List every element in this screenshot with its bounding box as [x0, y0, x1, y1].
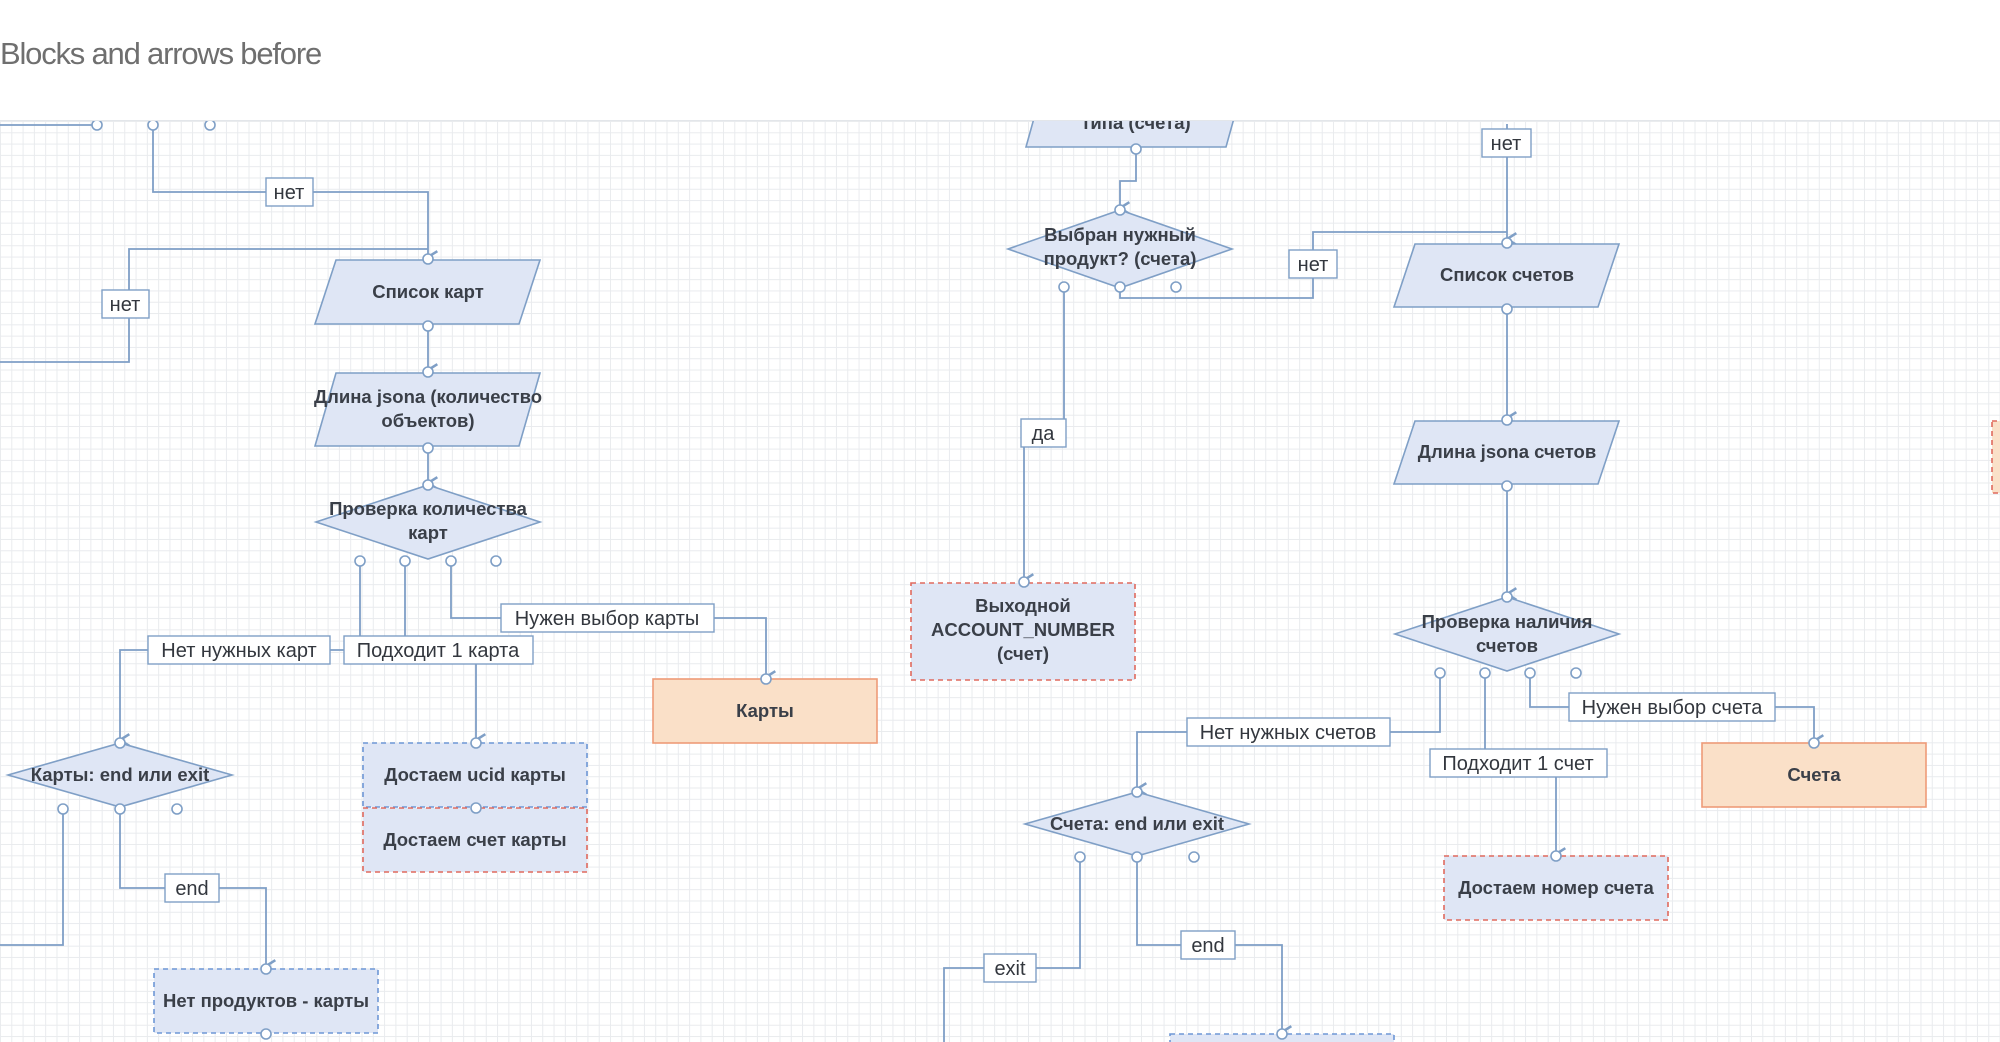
block-dostaem-ucid-karty[interactable]: Достаем ucid карты: [362, 742, 588, 808]
block-scheta[interactable]: Счета: [1701, 742, 1927, 808]
edge-label-end-1[interactable]: end: [164, 873, 220, 903]
edge-label-text: end: [175, 878, 208, 900]
edge-label-podhodit-1-karta[interactable]: Подходит 1 карта: [343, 635, 534, 665]
block-label-line2: счетов: [1476, 635, 1538, 656]
block-karty[interactable]: Карты: [652, 678, 878, 744]
block-spisok-schetov[interactable]: Список счетов: [1392, 243, 1621, 308]
edge-labels: нет нет нет нет да Нужен выбор карты Нет…: [101, 128, 1776, 983]
block-right-edge-cut[interactable]: [1991, 420, 2000, 494]
block-label-line3: (счет): [997, 643, 1049, 664]
edge-tipa-to-vybran: [1120, 149, 1137, 208]
block-label: Длина jsona счетов: [1418, 441, 1596, 462]
block-label: Нет продуктов - карты: [163, 990, 369, 1011]
block-vybran-produkt[interactable]: Выбран нужный продукт? (счета): [1005, 209, 1235, 289]
block-label: Список счетов: [1440, 264, 1574, 285]
block-label: Достаем ucid карты: [384, 764, 566, 785]
edge-label-net-1[interactable]: нет: [265, 177, 314, 207]
block-tipa-scheta[interactable]: типа (счета): [1024, 121, 1236, 148]
block-karty-end-exit[interactable]: Карты: end или exit: [5, 742, 235, 808]
block-label: типа (счета): [1081, 121, 1190, 133]
block-spisok-kart[interactable]: Список карт: [313, 259, 542, 325]
block-label: Счета: [1787, 764, 1841, 785]
block-dostaem-schet-karty[interactable]: Достаем счет карты: [362, 807, 588, 873]
edge-karty-exit: [0, 809, 64, 946]
edge-label-end-2[interactable]: end: [1180, 930, 1236, 960]
block-label-line2: объектов): [381, 410, 474, 431]
block-label: Список карт: [372, 281, 484, 302]
block-label-line2: ACCOUNT_NUMBER: [931, 619, 1115, 640]
edge-label-da[interactable]: да: [1020, 418, 1067, 448]
block-label: Карты: end или exit: [31, 764, 210, 785]
block-dostaem-nomer-scheta[interactable]: Достаем номер счета: [1443, 855, 1669, 921]
block-scheta-end-exit[interactable]: Счета: end или exit: [1022, 791, 1252, 857]
flowchart: типа (счета) Список карт Длина jsona (ко…: [0, 121, 2000, 1042]
block-label-line1: Выбран нужный: [1044, 224, 1196, 245]
edge-label-text: нет: [274, 182, 305, 204]
block-vyhodnoi-account-number[interactable]: Выходной ACCOUNT_NUMBER (счет): [910, 582, 1136, 681]
block-net-produktov-karty[interactable]: Нет продуктов - карты: [153, 968, 379, 1034]
edge-label-text: Нужен выбор счета: [1582, 697, 1764, 719]
block-dlina-jsona-schetov[interactable]: Длина jsona счетов: [1392, 420, 1621, 485]
block-proverka-kart[interactable]: Проверка количества карт: [313, 484, 543, 560]
edge-label-nuzhen-vybor-karty[interactable]: Нужен выбор карты: [500, 603, 715, 633]
edge-label-text: нет: [110, 294, 141, 316]
edge-label-text: Подходит 1 карта: [357, 640, 520, 662]
edge-label-text: Нужен выбор карты: [515, 608, 700, 630]
block-label-line2: карт: [408, 522, 448, 543]
edge-label-text: нет: [1298, 254, 1329, 276]
edge-label-net-3[interactable]: нет: [1288, 249, 1338, 279]
edge-label-net-nuzhnyh-schetov[interactable]: Нет нужных счетов: [1186, 717, 1391, 747]
edge-label-nuzhen-vybor-scheta[interactable]: Нужен выбор счета: [1568, 692, 1776, 722]
edge-vybran-net: [1119, 231, 1507, 299]
edge-label-text: end: [1191, 935, 1224, 957]
edge-scheta-exit: [943, 857, 1081, 1042]
block-label: Достаем счет карты: [383, 829, 566, 850]
edge-label-text: Нет нужных карт: [161, 640, 316, 662]
block-label-line1: Проверка наличия: [1422, 611, 1593, 632]
block-label-line1: Длина jsona (количество: [314, 386, 542, 407]
page-title: Blocks and arrows before: [0, 36, 322, 71]
blocks: типа (счета) Список карт Длина jsona (ко…: [5, 121, 2000, 1042]
connection-points: [57, 121, 1820, 1040]
edge-label-net-4[interactable]: нет: [1481, 128, 1532, 158]
edge-label-text: Нет нужных счетов: [1200, 722, 1377, 744]
block-label: Карты: [736, 700, 794, 721]
edge-label-text: exit: [994, 958, 1026, 980]
block-dlina-jsona[interactable]: Длина jsona (количество объектов): [313, 372, 542, 447]
edge-label-net-nuzhnyh-kart[interactable]: Нет нужных карт: [147, 635, 331, 665]
edge-label-text: нет: [1491, 133, 1522, 155]
block-label: Счета: end или exit: [1050, 813, 1224, 834]
block-label-line1: Выходной: [975, 595, 1071, 616]
diagram-canvas[interactable]: типа (счета) Список карт Длина jsona (ко…: [0, 120, 2000, 1042]
edge-label-text: Подходит 1 счет: [1442, 753, 1593, 775]
block-label-line2: продукт? (счета): [1044, 248, 1197, 269]
block-label-line1: Проверка количества: [329, 498, 528, 519]
edge-top-left-stub: [0, 123, 98, 126]
block-proverka-schetov[interactable]: Проверка наличия счетов: [1392, 596, 1622, 672]
edge-label-text: да: [1032, 423, 1056, 445]
edge-label-exit[interactable]: exit: [983, 953, 1037, 983]
edge-label-podhodit-1-schet[interactable]: Подходит 1 счет: [1429, 748, 1608, 778]
edge-label-net-2[interactable]: нет: [101, 289, 150, 319]
block-label: Достаем номер счета: [1458, 877, 1654, 898]
